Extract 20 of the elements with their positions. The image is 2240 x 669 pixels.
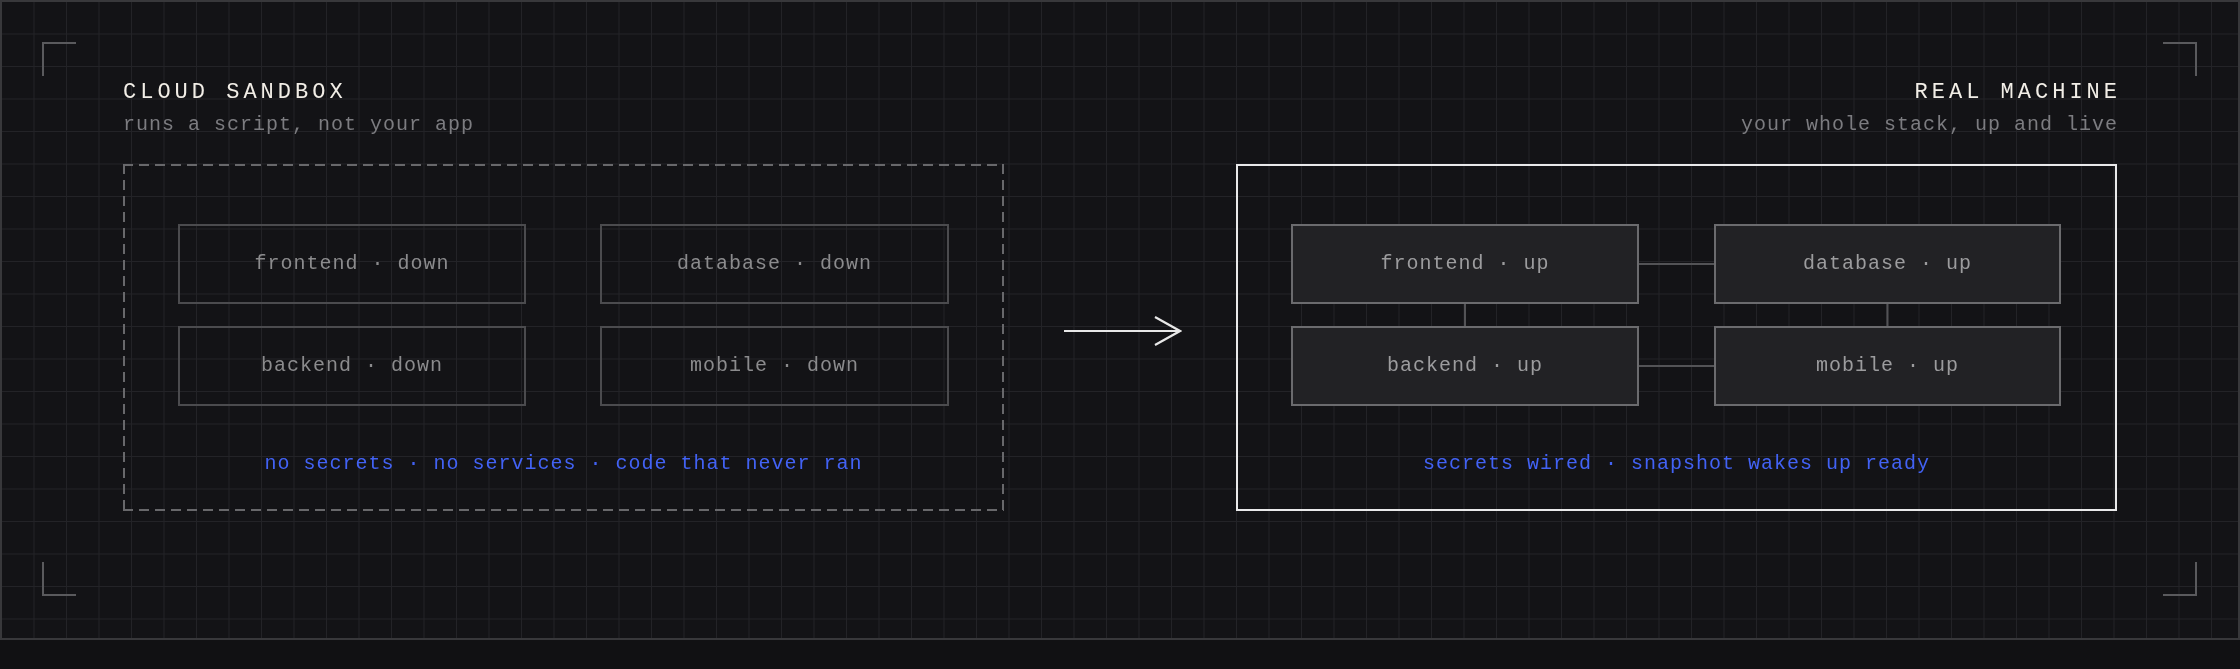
- service-box: database · down: [600, 224, 949, 304]
- connector-line: [1638, 365, 1715, 367]
- panel-title: CLOUD SANDBOX: [123, 80, 347, 106]
- connector-line: [1886, 303, 1889, 327]
- service-box: frontend · down: [178, 224, 526, 304]
- status-note: no secrets · no services · code that never ran: [264, 452, 863, 476]
- panel-subtitle: runs a script, not your app: [123, 113, 475, 137]
- panel-title: REAL MACHINE: [1914, 80, 2121, 106]
- connector-line: [1464, 303, 1466, 327]
- service-box: frontend · up: [1291, 224, 1639, 304]
- service-box: backend · down: [178, 326, 526, 406]
- arrow: [1063, 315, 1182, 347]
- panel-subtitle: your whole stack, up and live: [1740, 113, 2118, 137]
- service-box: mobile · down: [600, 326, 949, 406]
- status-note: secrets wired · snapshot wakes up ready: [1422, 452, 1931, 476]
- outlined-panel: [1236, 80, 2117, 511]
- service-box: mobile · up: [1714, 326, 2061, 406]
- service-box: backend · up: [1291, 326, 1639, 406]
- connector-line: [1638, 263, 1715, 265]
- service-box: database · up: [1714, 224, 2061, 304]
